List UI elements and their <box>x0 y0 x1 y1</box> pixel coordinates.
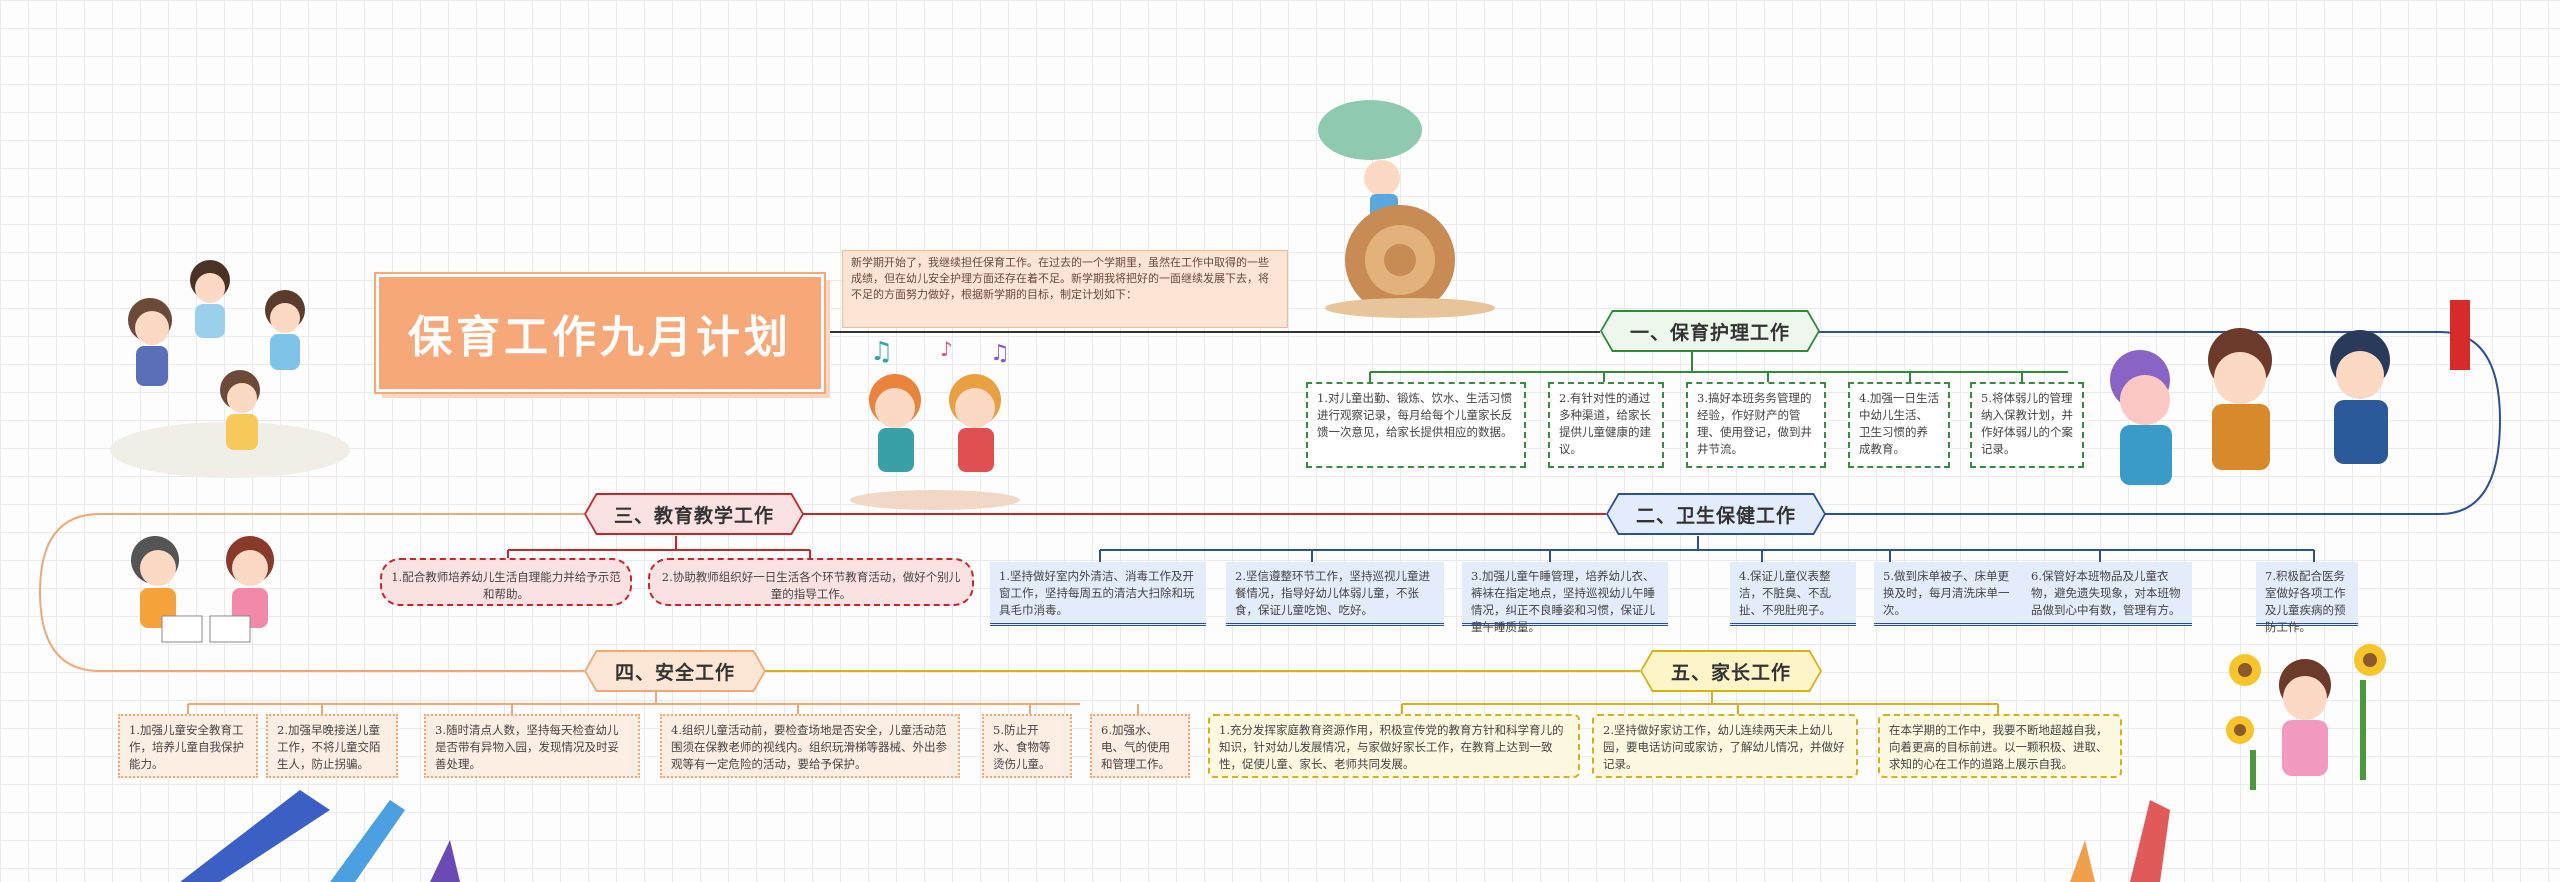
care-item-2: 2.有针对性的通过多种渠道，给家长提供儿童健康的建议。 <box>1548 382 1664 468</box>
kids-music-illustration: ♫ ♪ ♫ <box>850 337 1020 510</box>
health-item-6: 6.保管好本班物品及儿童衣物，避免遗失现象，对本班物品做到心中有数，管理有方。 <box>2022 562 2192 626</box>
safety-item-4: 4.组织儿童活动前，要检查场地是否安全，儿童活动范围须在保教老师的视线内。组织玩… <box>660 714 960 778</box>
svg-text:♪: ♪ <box>940 337 953 361</box>
health-item-3: 3.加强儿童午睡管理，培养幼儿衣、裤袜在指定地点，坚持巡视幼儿午睡情况，纠正不良… <box>1462 562 1668 634</box>
pencils-left-illustration <box>180 790 460 882</box>
health-section-title: 二、卫生保健工作 <box>1635 504 1796 527</box>
safety-tree <box>187 692 1139 714</box>
safety-item-2: 2.加强早晚接送儿童工作，不将儿童交陌生人，防止拐骗。 <box>266 714 398 778</box>
care-tree <box>1369 352 2068 382</box>
pencils-right-illustration <box>2070 800 2170 882</box>
teaching-item-2: 2.协助教师组织好一日生活各个环节教育活动，做好个别儿童的指导工作。 <box>648 558 974 606</box>
intro-text: 新学期开始了，我继续担任保育工作。在过去的一个学期里，虽然在工作中取得的一些成绩… <box>842 250 1288 328</box>
safety-item-6: 6.加强水、电、气的使用和管理工作。 <box>1090 714 1190 778</box>
children-reading-illustration <box>131 536 274 643</box>
parents-section-head: 五、家长工作 <box>1640 650 1822 692</box>
care-item-3: 3.搞好本班务务管理的经验，作好财产的管理、使用登记，做到井井节流。 <box>1686 382 1826 468</box>
teaching-tree <box>507 536 811 560</box>
teaching-section-title: 三、教育教学工作 <box>613 504 774 527</box>
snail-child-illustration <box>1318 100 1495 318</box>
safety-section-title: 四、安全工作 <box>614 661 735 684</box>
health-item-1: 1.坚持做好室内外清洁、消毒工作及开窗工作，坚持每周五的清洁大扫除和玩具毛巾消毒… <box>990 562 1206 626</box>
parents-item-2: 2.坚持做好家访工作，幼儿连续两天未上幼儿园，要电话访问或家访，了解幼儿情况，并… <box>1592 714 1858 778</box>
safety-section-head: 四、安全工作 <box>584 650 766 692</box>
care-section-title: 一、保育护理工作 <box>1629 321 1790 344</box>
children-playing-illustration <box>110 260 350 478</box>
parents-item-1: 1.充分发挥家庭教育资源作用，积极宣传党的教育方针和科学育儿的知识，针对幼儿发展… <box>1208 714 1580 778</box>
main-title: 保育工作九月计划 <box>408 312 792 363</box>
main-title-box: 保育工作九月计划 <box>374 272 826 394</box>
svg-text:♫: ♫ <box>870 337 893 367</box>
family-firecracker-illustration <box>2110 300 2470 485</box>
girl-sunflowers-illustration <box>2226 644 2386 790</box>
care-item-5: 5.将体弱儿的管理纳入保教计划，并作好体弱儿的个案记录。 <box>1970 382 2084 468</box>
health-item-7: 7.积极配合医务室做好各项工作及儿童疾病的预防工作。 <box>2256 562 2358 634</box>
safety-item-3: 3.随时清点人数，坚持每天检查幼儿是否带有异物入园，发现情况及时妥善处理。 <box>424 714 640 778</box>
health-section-head: 二、卫生保健工作 <box>1606 493 1826 535</box>
health-tree <box>1099 536 2315 562</box>
safety-item-5: 5.防止开水、食物等烫伤儿童。 <box>982 714 1072 778</box>
right-loop-curve <box>2439 331 2502 515</box>
parents-item-3: 在本学期的工作中，我要不断地超越自我，向着更高的目标前进。以一颗积极、进取、求知… <box>1878 714 2122 778</box>
safety-item-1: 1.加强儿童安全教育工作，培养儿童自我保护能力。 <box>118 714 258 778</box>
health-item-5: 5.做到床单被子、床单更换及时，每月清洗床单一次。 <box>1874 562 2022 626</box>
health-item-2: 2.坚信遵整环节工作，坚持巡视儿童进餐情况，指导好幼儿体弱儿童，不张食，保证儿童… <box>1226 562 1444 626</box>
care-item-1: 1.对儿童出勤、锻炼、饮水、生活习惯进行观察记录，每月给每个儿童家长反馈一次意见… <box>1306 382 1526 468</box>
parents-tree <box>1401 692 1999 714</box>
teaching-section-head: 三、教育教学工作 <box>584 493 804 535</box>
parents-section-title: 五、家长工作 <box>1670 661 1791 684</box>
care-item-4: 4.加强一日生活中幼儿生活、卫生习惯的养成教育。 <box>1848 382 1950 468</box>
health-item-4: 4.保证儿童仪表整洁，不脏臭、不乱扯、不兜肚兜子。 <box>1730 562 1856 626</box>
left-loop-curve <box>38 513 101 672</box>
teaching-item-1: 1.配合教师培养幼儿生活自理能力并给予示范和帮助。 <box>380 558 632 606</box>
care-section-head: 一、保育护理工作 <box>1600 310 1820 352</box>
svg-text:♫: ♫ <box>990 341 1010 366</box>
